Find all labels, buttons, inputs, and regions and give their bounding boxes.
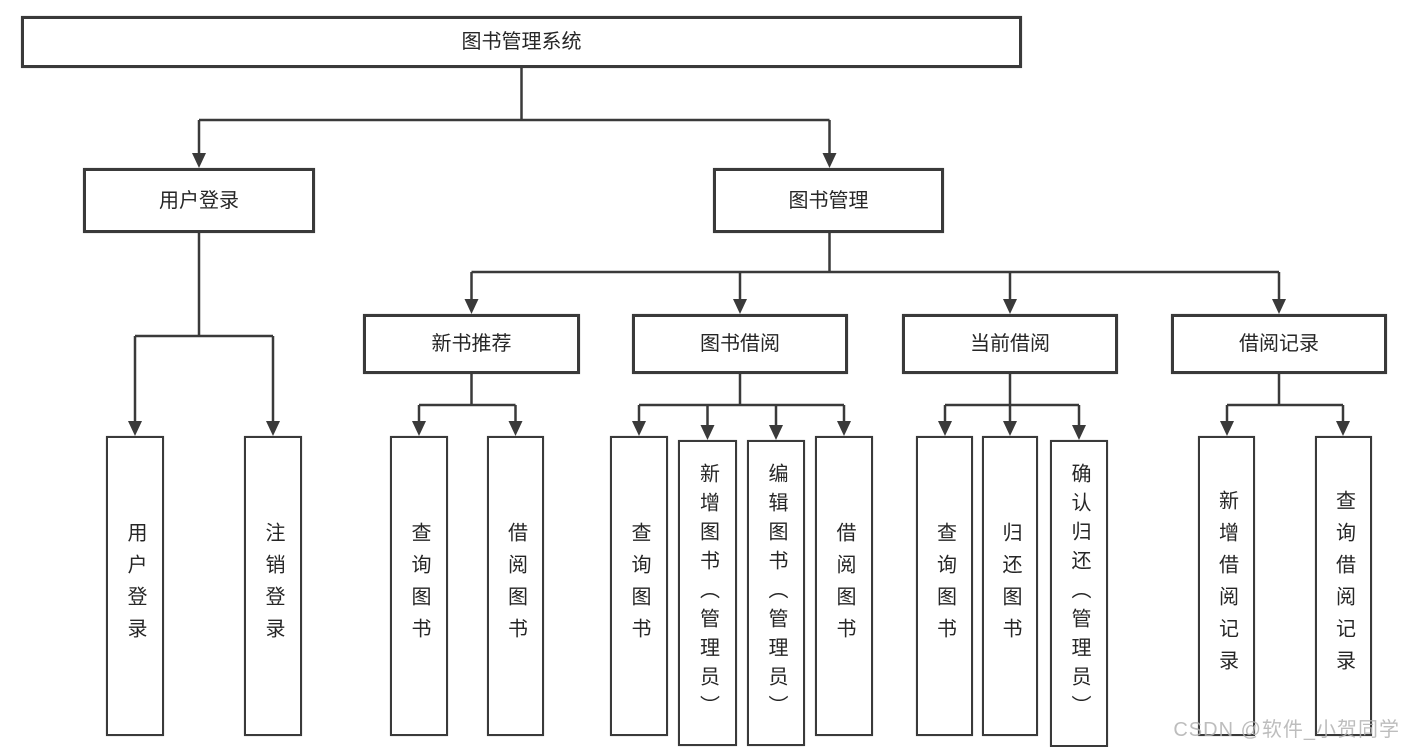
node-leaf-nb-borrow-label: 借阅图书 <box>504 522 527 650</box>
node-user-login-label: 用户登录 <box>159 189 239 212</box>
connector-newbooks-to-leaves <box>417 374 517 422</box>
node-leaf-nb-query: 查询图书 <box>390 436 448 736</box>
node-leaf-br-query: 查询借阅记录 <box>1315 436 1372 736</box>
node-leaf-logout: 注销登录 <box>244 436 302 736</box>
node-leaf-bb-query-label: 查询图书 <box>628 522 650 650</box>
node-current-borrow: 当前借阅 <box>902 314 1118 374</box>
node-leaf-bb-borrow: 借阅图书 <box>815 436 873 736</box>
node-root: 图书管理系统 <box>21 16 1022 68</box>
node-user-login: 用户登录 <box>83 168 315 233</box>
node-leaf-bb-query: 查询图书 <box>610 436 668 736</box>
connector-records-to-leaves <box>1225 374 1345 422</box>
connector-root-to-level2 <box>197 68 831 154</box>
node-leaf-cb-confirm: 确认归还（管理员） <box>1050 440 1108 747</box>
node-leaf-br-add: 新增借阅记录 <box>1198 436 1255 736</box>
node-leaf-nb-borrow: 借阅图书 <box>487 436 544 736</box>
connector-currentborrow-to-leaves <box>943 374 1081 426</box>
node-leaf-cb-query-label: 查询图书 <box>933 522 956 650</box>
node-leaf-user-login-label: 用户登录 <box>124 522 146 650</box>
node-new-books-label: 新书推荐 <box>431 333 512 355</box>
node-leaf-bb-add-label: 新增图书（管理员） <box>696 462 719 724</box>
csdn-watermark: CSDN @软件_小贺同学 <box>1173 719 1400 741</box>
node-leaf-bb-edit: 编辑图书（管理员） <box>747 440 805 746</box>
node-current-borrow-label: 当前借阅 <box>970 333 1050 355</box>
node-root-label: 图书管理系统 <box>461 31 582 53</box>
node-leaf-cb-query: 查询图书 <box>916 436 973 736</box>
node-borrow-records: 借阅记录 <box>1171 314 1387 374</box>
node-leaf-user-login: 用户登录 <box>106 436 164 736</box>
node-book-borrow: 图书借阅 <box>632 314 848 374</box>
node-book-borrow-label: 图书借阅 <box>700 333 780 355</box>
connector-bookborrow-to-leaves <box>637 374 846 426</box>
node-leaf-cb-return: 归还图书 <box>982 436 1038 736</box>
node-book-mgmt-label: 图书管理 <box>788 189 869 212</box>
node-leaf-nb-query-label: 查询图书 <box>408 522 430 650</box>
node-leaf-logout-label: 注销登录 <box>262 522 284 650</box>
node-leaf-bb-edit-label: 编辑图书（管理员） <box>765 462 787 724</box>
node-leaf-br-add-label: 新增借阅记录 <box>1215 490 1238 682</box>
connector-bookmgmt-to-level3 <box>470 233 1281 300</box>
node-leaf-cb-confirm-label: 确认归还（管理员） <box>1068 463 1090 724</box>
node-new-books: 新书推荐 <box>363 314 580 374</box>
node-leaf-br-query-label: 查询借阅记录 <box>1332 490 1355 682</box>
connector-userlogin-to-leaves <box>133 233 275 422</box>
node-borrow-records-label: 借阅记录 <box>1239 333 1319 355</box>
node-book-mgmt: 图书管理 <box>713 168 944 233</box>
node-leaf-bb-borrow-label: 借阅图书 <box>833 522 855 650</box>
node-leaf-cb-return-label: 归还图书 <box>999 522 1021 650</box>
node-leaf-bb-add: 新增图书（管理员） <box>678 440 737 746</box>
